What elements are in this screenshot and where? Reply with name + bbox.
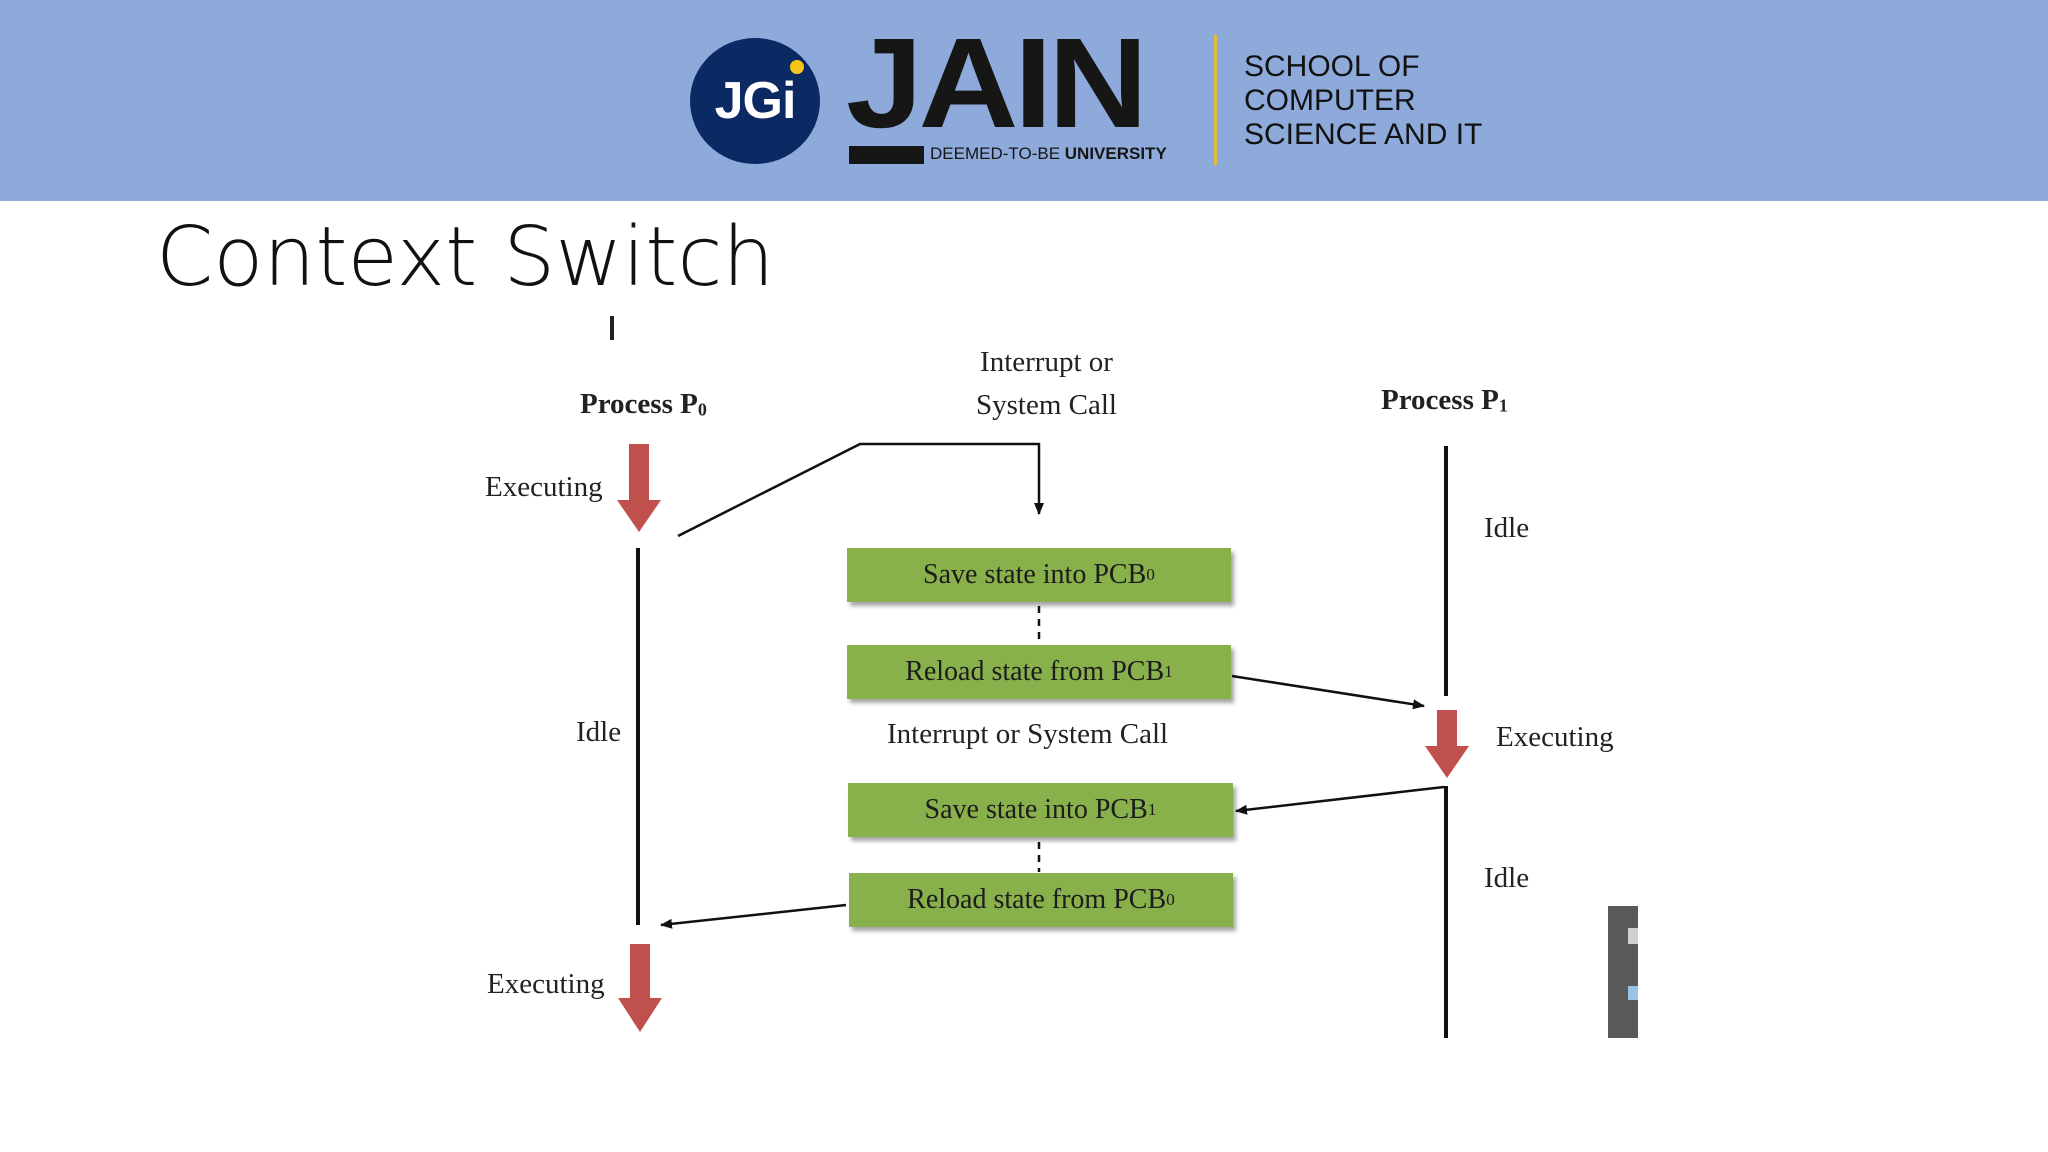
toolbar-document-icon[interactable] <box>1628 928 1638 944</box>
p0-executing-label-top: Executing <box>485 471 603 503</box>
header-banner: JGi JAIN DEEMED-TO-BE UNIVERSITY SCHOOL … <box>0 0 2048 201</box>
p1-executing-label: Executing <box>1496 721 1614 753</box>
jain-underline-bar <box>849 146 924 164</box>
jain-wordmark: JAIN <box>846 12 1148 155</box>
slide-title: Context Switch <box>156 210 775 305</box>
arrow-to-p0 <box>660 903 847 929</box>
p0-executing-label-bottom: Executing <box>487 968 605 1000</box>
interrupt-path-line <box>677 442 1044 538</box>
logo-dot-icon <box>790 60 804 74</box>
p1-idle-label-bottom: Idle <box>1484 862 1530 894</box>
school-name: SCHOOL OF COMPUTER SCIENCE AND IT <box>1244 50 1482 152</box>
toolbar-globe-icon[interactable] <box>1628 986 1638 1000</box>
jain-subtitle: DEEMED-TO-BE UNIVERSITY <box>930 144 1167 163</box>
arrow-to-p1 <box>1231 674 1425 710</box>
school-line-3: SCIENCE AND IT <box>1244 118 1483 151</box>
interrupt-mid-label: Interrupt or System Call <box>887 718 1169 750</box>
arrow-from-p1 <box>1235 785 1445 815</box>
process-p1-label: Process P1 <box>1381 384 1508 416</box>
interrupt-top-line-1: Interrupt or <box>980 346 1113 378</box>
text-cursor-mark <box>610 316 614 340</box>
interrupt-top-label: Interrupt or System Call <box>976 346 1117 422</box>
process-p0-label: Process P0 <box>580 388 707 420</box>
header-separator <box>1214 35 1217 165</box>
school-line-2: COMPUTER <box>1244 84 1416 117</box>
school-line-1: SCHOOL OF <box>1244 50 1420 83</box>
p0-executing-arrow-top <box>617 444 661 532</box>
p1-idle-label-top: Idle <box>1484 512 1530 544</box>
interrupt-top-line-2: System Call <box>976 389 1117 421</box>
p0-executing-arrow-bottom <box>618 944 662 1032</box>
side-toolbar-widget[interactable] <box>1608 906 1638 1038</box>
p1-executing-arrow <box>1425 710 1469 778</box>
jgi-logo: JGi <box>690 38 820 164</box>
p0-idle-label: Idle <box>576 716 622 748</box>
